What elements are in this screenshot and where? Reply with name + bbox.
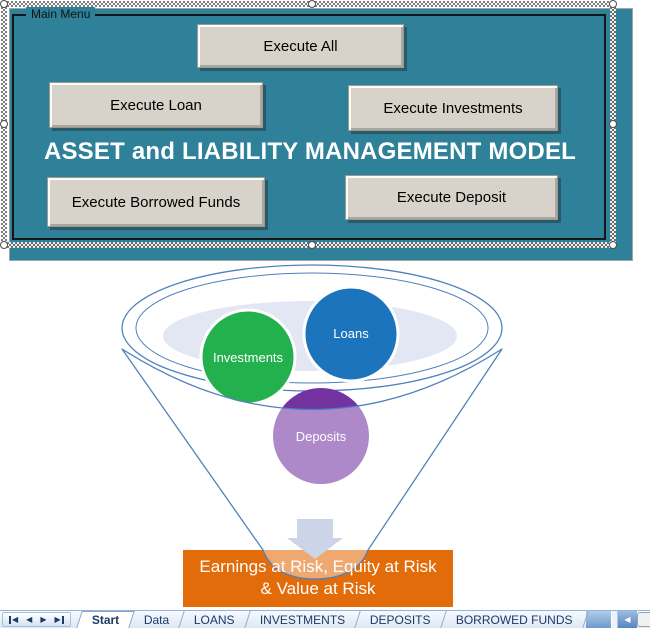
investments-circle[interactable] xyxy=(199,308,297,406)
tab-scroll-last-icon[interactable] xyxy=(54,615,64,624)
tab-scroll-next-icon[interactable] xyxy=(40,616,46,624)
tab-navigation-group xyxy=(2,612,71,627)
risk-output-line1: Earnings at Risk, Equity at Risk xyxy=(199,557,437,576)
selection-handle-bottom-middle[interactable] xyxy=(308,241,316,249)
button-label: Execute Deposit xyxy=(396,189,507,206)
selection-handle-top-left[interactable] xyxy=(0,0,8,8)
deposits-circle-label: Deposits xyxy=(296,429,347,444)
execute-loan-button[interactable]: Execute Loan xyxy=(49,82,263,128)
execute-deposit-button[interactable]: Execute Deposit xyxy=(345,175,558,220)
funnel-diagram: Investments Loans Deposits xyxy=(121,264,503,580)
sheet-tab-start[interactable]: Start xyxy=(75,611,135,628)
sheet-tab-loans[interactable]: LOANS xyxy=(179,611,251,628)
scroll-left-icon xyxy=(624,616,630,624)
selection-handle-middle-left[interactable] xyxy=(0,120,8,128)
tab-scroll-previous-icon[interactable] xyxy=(26,616,32,624)
sheet-tab-deposits[interactable]: DEPOSITS xyxy=(355,611,447,628)
selection-handle-bottom-left[interactable] xyxy=(0,241,8,249)
sheet-tabs: Start Data LOANS INVESTMENTS DEPOSITS BO… xyxy=(75,611,589,628)
execute-borrowed-funds-button[interactable]: Execute Borrowed Funds xyxy=(47,177,265,227)
funnel-cone[interactable] xyxy=(121,348,503,580)
loans-circle[interactable] xyxy=(302,285,400,383)
frame-label: Main Menu xyxy=(26,7,96,21)
loans-circle-label: Loans xyxy=(333,326,369,341)
tab-scroll-first-icon[interactable] xyxy=(9,615,18,624)
panel-title: ASSET and LIABILITY MANAGEMENT MODEL xyxy=(43,138,577,165)
selection-handle-middle-right[interactable] xyxy=(609,120,617,128)
funnel-inner-rim xyxy=(135,272,489,384)
down-arrow-icon xyxy=(287,519,343,559)
button-label: Execute Loan xyxy=(110,96,202,114)
risk-output-text: Earnings at Risk, Equity at Risk & Value… xyxy=(183,556,453,600)
button-label: Execute Investments xyxy=(383,99,523,117)
risk-output-line2: & Value at Risk xyxy=(260,579,376,598)
execute-investments-button[interactable]: Execute Investments xyxy=(348,85,558,131)
investments-circle-label: Investments xyxy=(213,350,284,365)
deposits-circle[interactable] xyxy=(273,388,369,484)
button-label: Execute Borrowed Funds xyxy=(71,193,241,211)
sheet-tab-strip: Start Data LOANS INVESTMENTS DEPOSITS BO… xyxy=(0,610,650,628)
tab-scrollbar-splitter[interactable] xyxy=(611,611,618,628)
selection-handle-bottom-right[interactable] xyxy=(609,241,617,249)
horizontal-scrollbar-thumb[interactable] xyxy=(637,612,650,627)
horizontal-scroll-left-button[interactable] xyxy=(618,611,637,628)
main-menu-frame: Main Menu xyxy=(12,7,606,240)
sheet-tab-borrowed-funds[interactable]: BORROWED FUNDS xyxy=(441,611,589,628)
sheet-tab-data[interactable]: Data xyxy=(129,611,186,628)
selection-handle-top-right[interactable] xyxy=(609,0,617,8)
tab-strip-filler xyxy=(585,611,611,628)
button-label: Execute All xyxy=(263,37,338,55)
sheet-tab-investments[interactable]: INVESTMENTS xyxy=(245,611,362,628)
execute-all-button[interactable]: Execute All xyxy=(197,24,404,68)
selection-handle-top-middle[interactable] xyxy=(308,0,316,8)
